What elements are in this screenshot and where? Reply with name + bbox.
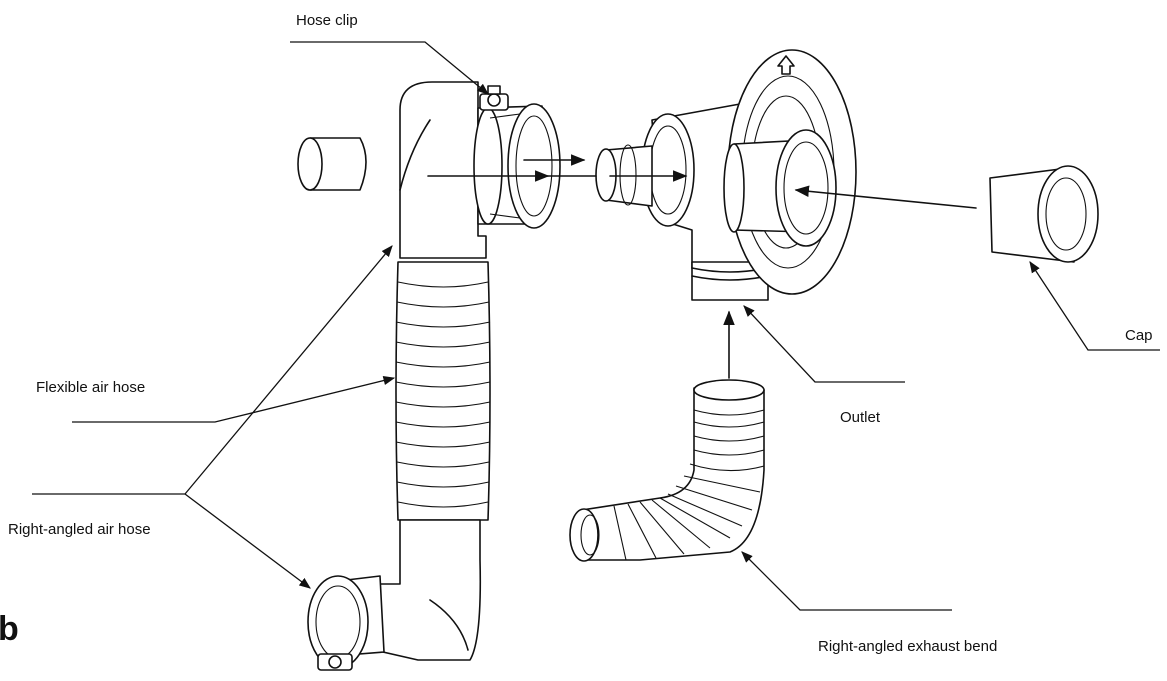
cap-label: Cap xyxy=(1125,327,1153,344)
upper-clip-collar xyxy=(473,103,561,229)
hose-clip-label: Hose clip xyxy=(296,12,358,29)
corner-mark: b xyxy=(0,610,19,648)
leader-lines xyxy=(32,41,1160,611)
right-angled-air-hose-label: Right-angled air hose xyxy=(8,521,151,538)
right-cap xyxy=(989,165,1099,263)
upper-elbow xyxy=(399,81,487,259)
right-stub xyxy=(723,129,837,247)
flexible-hose xyxy=(395,261,491,521)
outlet-label: Outlet xyxy=(840,409,881,426)
flexible-air-hose-label: Flexible air hose xyxy=(36,379,145,396)
hose-clip-screw xyxy=(479,85,509,111)
right-angled-exhaust-bend-label: Right-angled exhaust bend xyxy=(818,638,997,655)
left-cap xyxy=(297,137,367,191)
assembly-arrows xyxy=(427,154,977,379)
exhaust-bend xyxy=(569,379,765,562)
lower-clip-collar xyxy=(307,575,385,671)
